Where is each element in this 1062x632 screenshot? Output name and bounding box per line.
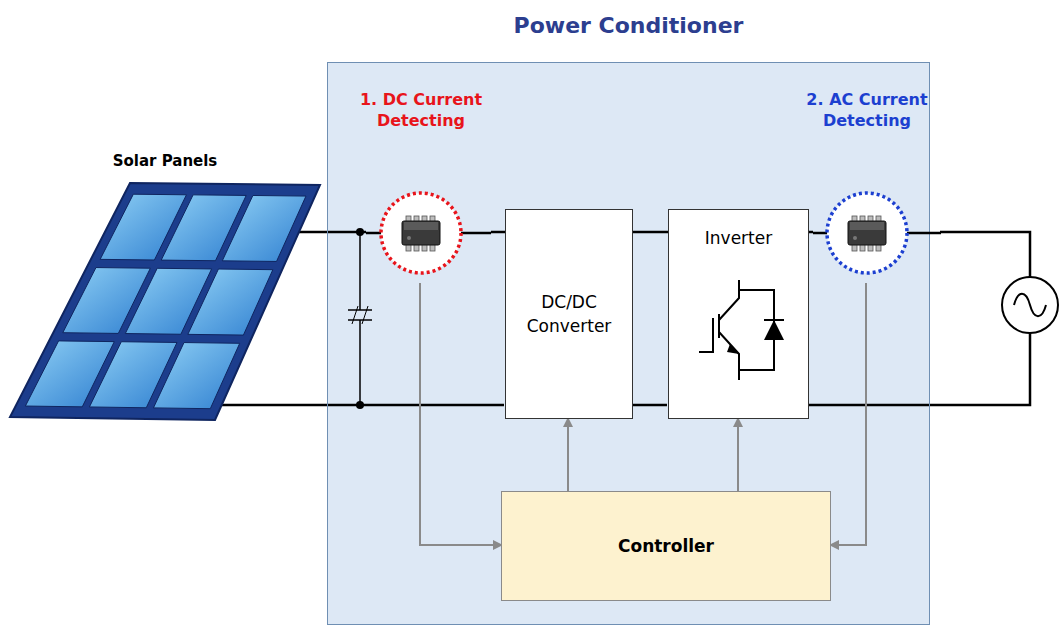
sine-symbol [1014,294,1046,317]
process-box: DC/DC Converter [505,209,633,419]
solar-panel-drawing [5,148,325,425]
signal-arrow [567,419,569,491]
panel-title: Power Conditioner [328,13,929,38]
block-label: DC/DC Converter [512,290,626,338]
inverter-box: Inverter [668,209,809,419]
sensor-label: 1. DC Current Detecting [339,89,503,131]
signal-arrow [831,283,866,545]
junction-dot [356,401,364,409]
wire [632,404,667,407]
panel-ground [327,62,930,625]
capacitor-symbol [348,232,372,405]
power-wire [491,231,505,234]
panel-label: Solar Panels [5,152,325,170]
power-wire [325,231,366,234]
controller-box: Controller [501,491,831,601]
current-sensor: 1. DC Current Detecting [366,89,491,283]
power-wire [633,231,668,234]
wire [808,333,1030,405]
current-sensor: 2. AC Current Detecting [813,89,941,283]
housing-panel: Power Conditioner1. DC Current Detecting… [327,62,930,625]
signal-arrow [420,283,501,545]
block-label: Inverter [669,210,808,248]
ac-source-symbol [1002,277,1058,333]
solar-panel: Solar Panels [5,148,325,425]
sensor-label: 2. AC Current Detecting [785,89,949,131]
block-label: Controller [618,534,714,558]
power-wire [809,231,813,234]
signal-arrow [737,419,739,491]
wire [940,232,1030,277]
